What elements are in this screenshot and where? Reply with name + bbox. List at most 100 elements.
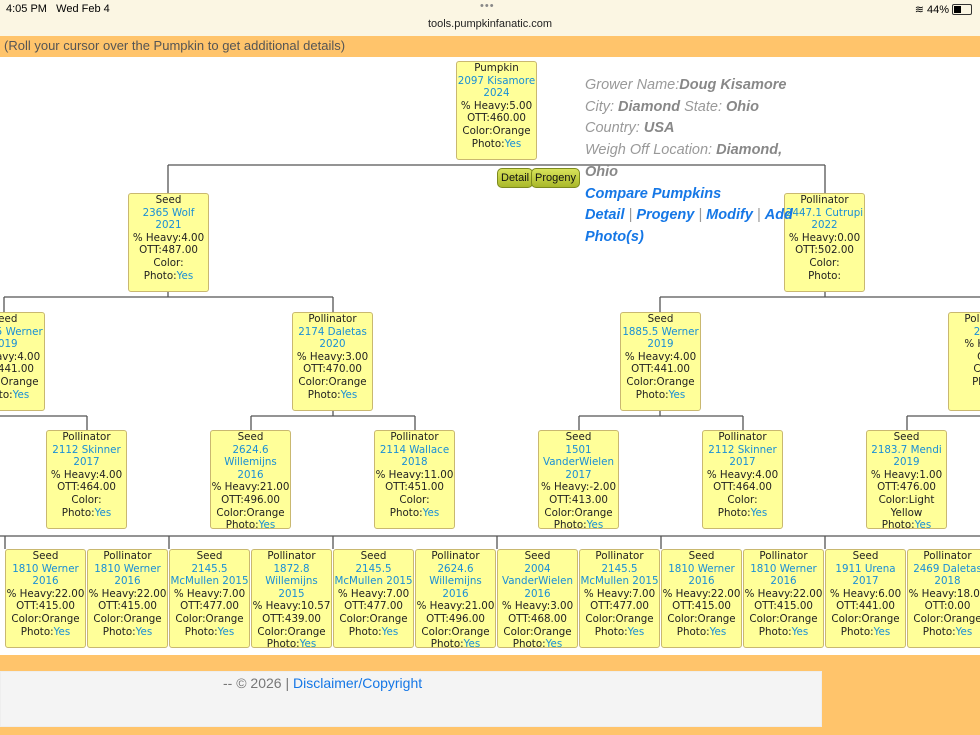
- pumpkin-node[interactable]: Pollinator 2096. % Heavy: OTT: Color: Ph…: [948, 312, 980, 411]
- pumpkin-node[interactable]: Pollinator 2174 Daletas 2020 % Heavy:3.0…: [292, 312, 373, 411]
- pumpkin-link[interactable]: 2145.5 McMullen 2015: [170, 562, 249, 588]
- pumpkin-link[interactable]: 2096.: [973, 325, 980, 338]
- pumpkin-node[interactable]: Pollinator 2114 Wallace 2018 % Heavy:11.…: [374, 430, 455, 529]
- photo-link[interactable]: Yes: [258, 519, 276, 529]
- pumpkin-node[interactable]: Seed 2145.5 McMullen 2015 % Heavy:7.00 O…: [169, 549, 250, 648]
- pumpkin-node[interactable]: Seed 1885.5 Werner 2019 % Heavy:4.00 OTT…: [0, 312, 45, 411]
- disclaimer-link[interactable]: Disclaimer/Copyright: [292, 675, 423, 691]
- node-heavy: % Heavy:21.00: [416, 600, 495, 613]
- pumpkin-link[interactable]: 1885.5 Werner 2019: [622, 325, 699, 351]
- node-heavy: % Heavy:-2.00: [541, 481, 616, 494]
- pumpkin-link[interactable]: 2183.7 Mendi 2019: [871, 443, 942, 469]
- photo-link[interactable]: Yes: [955, 625, 973, 638]
- detail-button[interactable]: Detail: [497, 168, 534, 188]
- node-photo: Photo:Yes: [471, 137, 522, 150]
- photo-link[interactable]: Yes: [586, 519, 604, 529]
- pumpkin-link[interactable]: 2112 Skinner 2017: [52, 443, 121, 469]
- node-color: Color:Orange: [339, 612, 408, 625]
- pumpkin-node[interactable]: Pollinator 2447.1 Cutrupi 2022 % Heavy:0…: [784, 193, 865, 292]
- photo-link[interactable]: Yes: [668, 388, 686, 401]
- modify-link[interactable]: Modify: [706, 207, 753, 224]
- node-heavy: % Heavy:22.00: [662, 587, 741, 600]
- photo-link[interactable]: Yes: [709, 625, 727, 638]
- node-color: Color:: [809, 256, 840, 269]
- photo-link[interactable]: Yes: [750, 506, 768, 519]
- add-photos-link[interactable]: Add Photo(s): [585, 207, 793, 245]
- pumpkin-node[interactable]: Seed 2183.7 Mendi 2019 % Heavy:1.00 OTT:…: [866, 430, 947, 529]
- pumpkin-link[interactable]: 2097 Kisamore 2024: [457, 74, 536, 100]
- photo-link[interactable]: Yes: [12, 388, 30, 401]
- photo-link[interactable]: Yes: [873, 625, 891, 638]
- pumpkin-link[interactable]: 2174 Daletas 2020: [298, 325, 367, 351]
- photo-link[interactable]: Yes: [463, 638, 481, 648]
- photo-link[interactable]: Yes: [422, 506, 440, 519]
- pumpkin-node[interactable]: Pollinator 1872.8 Willemijns 2015 % Heav…: [251, 549, 332, 648]
- photo-link[interactable]: Yes: [504, 137, 522, 150]
- photo-link[interactable]: Yes: [340, 388, 358, 401]
- photo-link[interactable]: Yes: [914, 519, 932, 529]
- pumpkin-node[interactable]: Pollinator 2624.6 Willemijns 2016 % Heav…: [415, 549, 496, 648]
- photo-link[interactable]: Yes: [176, 269, 194, 282]
- pumpkin-link[interactable]: 2447.1 Cutrupi 2022: [785, 206, 864, 232]
- node-color: Color:Orange: [257, 625, 326, 638]
- pumpkin-link[interactable]: 2145.5 McMullen 2015: [580, 562, 659, 588]
- compare-pumpkins-link[interactable]: Compare Pumpkins: [585, 185, 722, 202]
- pumpkin-link[interactable]: 1501 VanderWielen 2017: [542, 443, 615, 481]
- pumpkin-node[interactable]: Pollinator 1810 Werner 2016 % Heavy:22.0…: [87, 549, 168, 648]
- pumpkin-link[interactable]: 2112 Skinner 2017: [708, 443, 777, 469]
- photo-link[interactable]: Yes: [217, 625, 235, 638]
- pumpkin-node[interactable]: Pollinator 2145.5 McMullen 2015 % Heavy:…: [579, 549, 660, 648]
- pumpkin-node[interactable]: Seed 2145.5 McMullen 2015 % Heavy:7.00 O…: [333, 549, 414, 648]
- pumpkin-link[interactable]: 2114 Wallace 2018: [379, 443, 450, 469]
- pumpkin-node[interactable]: Seed 2365 Wolf 2021 % Heavy:4.00 OTT:487…: [128, 193, 209, 292]
- pumpkin-link[interactable]: 2624.6 Willemijns 2016: [429, 562, 482, 600]
- pumpkin-link[interactable]: 2624.6 Willemijns 2016: [224, 443, 277, 481]
- pumpkin-node[interactable]: Seed 2624.6 Willemijns 2016 % Heavy:21.0…: [210, 430, 291, 529]
- hint-text: (Roll your cursor over the Pumpkin to ge…: [4, 38, 346, 53]
- node-heavy: % Heavy:4.00: [706, 468, 779, 481]
- pumpkin-link[interactable]: 2469 Daletas 2018: [913, 562, 980, 588]
- pumpkin-node[interactable]: Seed 1810 Werner 2016 % Heavy:22.00 OTT:…: [661, 549, 742, 648]
- photo-link[interactable]: Yes: [135, 625, 153, 638]
- progeny-link[interactable]: Progeny: [636, 207, 695, 224]
- node-ott: OTT:415.00: [754, 600, 813, 613]
- footer: -- © 2026 | Disclaimer/Copyright: [0, 655, 980, 735]
- pumpkin-link[interactable]: 1810 Werner 2016: [12, 562, 79, 588]
- pumpkin-link[interactable]: 2145.5 McMullen 2015: [334, 562, 413, 588]
- pumpkin-node[interactable]: Pollinator 2112 Skinner 2017 % Heavy:4.0…: [46, 430, 127, 529]
- pumpkin-link[interactable]: 1810 Werner 2016: [668, 562, 735, 588]
- node-photo: Photo:Yes: [143, 269, 194, 282]
- pumpkin-node[interactable]: Pollinator 2469 Daletas 2018 % Heavy:18.…: [907, 549, 980, 648]
- photo-link[interactable]: Yes: [791, 625, 809, 638]
- node-heavy: % Heavy:0.00: [788, 231, 861, 244]
- address-bar[interactable]: tools.pumpkinfanatic.com: [427, 18, 553, 30]
- detail-link[interactable]: Detail: [585, 207, 625, 224]
- pumpkin-node[interactable]: Pollinator 1810 Werner 2016 % Heavy:22.0…: [743, 549, 824, 648]
- photo-link[interactable]: Yes: [94, 506, 112, 519]
- pumpkin-link[interactable]: 1872.8 Willemijns 2015: [265, 562, 318, 600]
- pumpkin-node[interactable]: Seed 1501 VanderWielen 2017 % Heavy:-2.0…: [538, 430, 619, 529]
- photo-link[interactable]: Yes: [545, 638, 563, 648]
- pumpkin-node[interactable]: Seed 1911 Urena 2017 % Heavy:6.00 OTT:44…: [825, 549, 906, 648]
- pumpkin-node[interactable]: Pumpkin 2097 Kisamore 2024 % Heavy:5.00 …: [456, 61, 537, 160]
- photo-link[interactable]: Yes: [53, 625, 71, 638]
- pumpkin-link[interactable]: 2004 VanderWielen 2016: [501, 562, 574, 600]
- pumpkin-link[interactable]: 1885.5 Werner 2019: [0, 325, 43, 351]
- pumpkin-node[interactable]: Seed 1885.5 Werner 2019 % Heavy:4.00 OTT…: [620, 312, 701, 411]
- node-heavy: % Heavy:22.00: [88, 587, 167, 600]
- pumpkin-node[interactable]: Seed 2004 VanderWielen 2016 % Heavy:3.00…: [497, 549, 578, 648]
- node-photo: Photo:Yes: [676, 625, 727, 638]
- tab-menu-icon[interactable]: •••: [480, 0, 495, 12]
- photo-link[interactable]: Yes: [299, 638, 317, 648]
- node-role: Pollinator: [390, 431, 439, 443]
- node-role: Pollinator: [62, 431, 111, 443]
- pumpkin-node[interactable]: Pollinator 2112 Skinner 2017 % Heavy:4.0…: [702, 430, 783, 529]
- pumpkin-link[interactable]: 1810 Werner 2016: [750, 562, 817, 588]
- pumpkin-link[interactable]: 2365 Wolf 2021: [142, 206, 195, 232]
- pumpkin-link[interactable]: 1911 Urena 2017: [835, 562, 896, 588]
- photo-link[interactable]: Yes: [627, 625, 645, 638]
- progeny-button[interactable]: Progeny: [531, 168, 580, 188]
- photo-link[interactable]: Yes: [381, 625, 399, 638]
- pumpkin-link[interactable]: 1810 Werner 2016: [94, 562, 161, 588]
- pumpkin-node[interactable]: Seed 1810 Werner 2016 % Heavy:22.00 OTT:…: [5, 549, 86, 648]
